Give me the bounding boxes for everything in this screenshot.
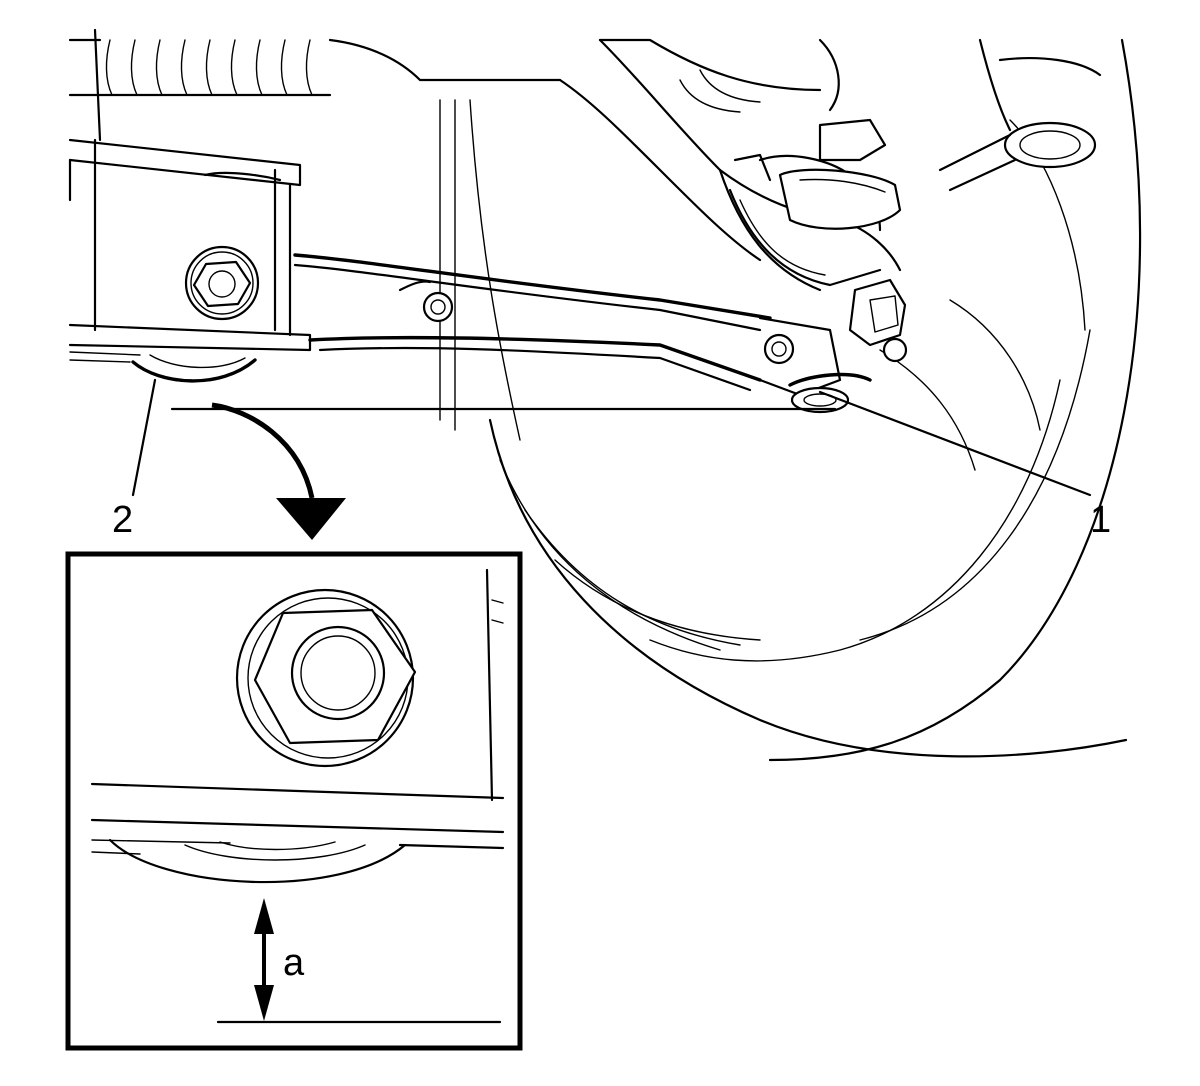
callout-2: 2 bbox=[112, 499, 133, 541]
dimension-arrow-icon bbox=[254, 898, 274, 1021]
detail-inset: a bbox=[65, 551, 523, 1051]
stabilizer-link bbox=[293, 253, 842, 397]
inset-bushing bbox=[108, 838, 407, 884]
leader-line-1 bbox=[818, 390, 1092, 497]
upper-bushing bbox=[938, 38, 1102, 192]
subframe-bushing bbox=[131, 358, 257, 383]
link-pivot-left bbox=[422, 291, 454, 323]
subframe-bolt-head bbox=[192, 260, 252, 308]
dimension-label-a: a bbox=[283, 942, 305, 984]
link-pivot-right bbox=[763, 333, 795, 365]
ball-joint bbox=[733, 118, 908, 414]
callout-1: 1 bbox=[1090, 499, 1111, 541]
down-arrow-icon bbox=[211, 402, 346, 540]
leader-line-2 bbox=[131, 378, 157, 497]
subframe bbox=[68, 138, 312, 363]
link-bushing bbox=[790, 386, 850, 414]
